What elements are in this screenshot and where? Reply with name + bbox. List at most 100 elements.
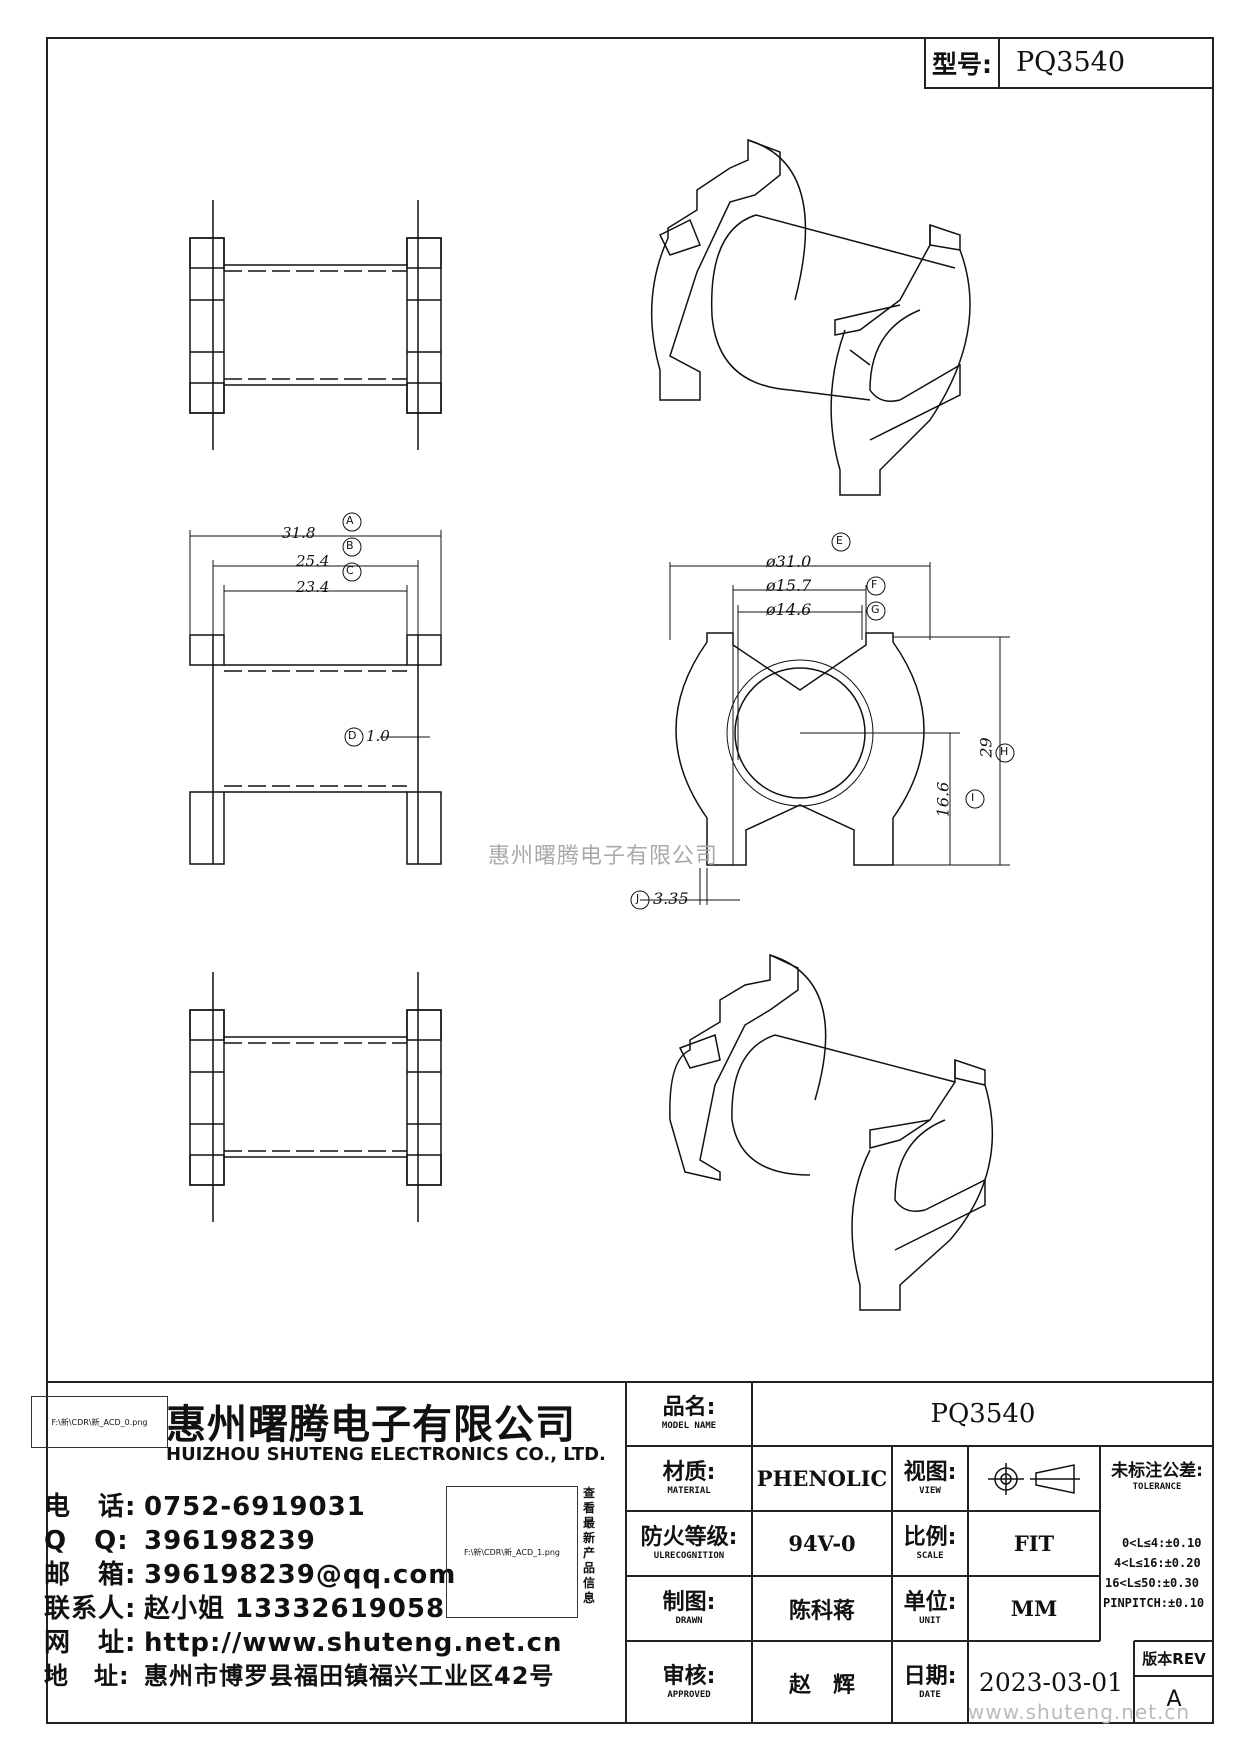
label-material: 材质: MATERIAL	[626, 1446, 752, 1511]
label-view-cn: 视图:	[903, 1459, 957, 1485]
contact-website: 网 址:http://www.shuteng.net.cn	[44, 1622, 563, 1659]
contact-person-key: 联系人:	[44, 1594, 137, 1624]
model-box-value: PQ3540	[1016, 47, 1126, 78]
dim-F-value: ø15.7	[766, 576, 812, 595]
contact-address: 地 址: 惠州市博罗县福田镇福兴工业区42号	[44, 1656, 554, 1691]
value-model-name: PQ3540	[930, 1398, 1036, 1429]
label-unit: 单位: UNIT	[892, 1576, 968, 1641]
label-model-name-en: MODEL NAME	[661, 1420, 717, 1431]
dim-I-value: 16.6	[933, 781, 953, 818]
end-view	[630, 532, 1015, 910]
tolerance-header-en: TOLERANCE	[1132, 1482, 1182, 1492]
label-material-cn: 材质:	[662, 1459, 716, 1485]
side-view-top	[189, 200, 442, 450]
contact-email-value: 396198239@qq.com	[144, 1560, 457, 1590]
projection-symbol-icon	[968, 1446, 1100, 1511]
dim-F-tag: F	[871, 578, 878, 591]
dim-D-value: 1.0	[366, 727, 390, 745]
label-date-en: DATE	[919, 1689, 941, 1700]
label-approved-cn: 审核:	[662, 1663, 716, 1689]
tolerance-row-3: 16<L≤50:±0.30	[1105, 1576, 1199, 1590]
label-model-name-cn: 品名:	[662, 1394, 716, 1420]
company-name-en: HUIZHOU SHUTENG ELECTRONICS CO., LTD.	[166, 1444, 606, 1465]
dim-J-tag: J	[636, 892, 640, 905]
qr-code-1: F:\新\CDR\新_ACD_0.png	[31, 1396, 168, 1448]
contact-website-key: 网 址:	[44, 1628, 137, 1658]
value-approved: 赵 辉	[788, 1672, 855, 1698]
dim-H-value: 29	[976, 737, 996, 758]
label-date-cn: 日期:	[903, 1663, 957, 1689]
isometric-view-bottom	[669, 953, 994, 1311]
qr-side-note: 查看最新产品信息	[583, 1486, 596, 1605]
dim-B-value: 25.4	[296, 552, 330, 570]
value-flame-rating: 94V-0	[788, 1531, 856, 1556]
label-unit-cn: 单位:	[903, 1589, 957, 1615]
center-watermark: 惠州曙腾电子有限公司	[488, 844, 719, 869]
dim-B-tag: B	[346, 539, 354, 552]
title-area	[46, 1381, 1214, 1726]
contact-email: 邮 箱:396198239@qq.com	[44, 1554, 456, 1591]
value-drawn: 陈科蒋	[788, 1598, 855, 1624]
isometric-view-top	[650, 138, 971, 496]
model-box: 型号: PQ3540	[924, 37, 1214, 89]
engineering-drawing	[189, 138, 1015, 1311]
dim-E-value: ø31.0	[766, 552, 812, 571]
dim-J-value: 3.35	[653, 889, 689, 908]
contact-website-value: http://www.shuteng.net.cn	[144, 1628, 563, 1658]
value-scale: FIT	[1013, 1531, 1055, 1556]
side-view-bottom	[189, 972, 442, 1222]
label-drawn-cn: 制图:	[662, 1589, 716, 1615]
company-name-cn: 惠州曙腾电子有限公司	[166, 1402, 576, 1448]
tolerance-row-1: 0<L≤4:±0.10	[1122, 1536, 1202, 1550]
qr-code-2: F:\新\CDR\新_ACD_1.png	[446, 1486, 578, 1618]
label-drawn-en: DRAWN	[675, 1615, 703, 1626]
dim-C-value: 23.4	[296, 578, 330, 596]
value-revision: A	[1166, 1686, 1182, 1712]
dim-A-tag: A	[346, 514, 354, 527]
label-scale: 比例: SCALE	[892, 1511, 968, 1576]
dim-C-tag: C	[346, 564, 354, 577]
dim-D-tag: D	[348, 729, 357, 742]
label-model-name: 品名: MODEL NAME	[626, 1381, 752, 1446]
label-approved: 审核: APPROVED	[626, 1641, 752, 1724]
dim-H-tag: H	[1000, 745, 1009, 758]
tolerance-header: 未标注公差: TOLERANCE	[1100, 1456, 1214, 1493]
qr-code-2-caption: F:\新\CDR\新_ACD_1.png	[463, 1547, 560, 1557]
tolerance-row-2: 4<L≤16:±0.20	[1114, 1556, 1201, 1570]
footer-watermark: www.shuteng.net.cn	[968, 1700, 1191, 1724]
model-box-label: 型号:	[926, 39, 1000, 87]
label-unit-en: UNIT	[919, 1615, 941, 1626]
contact-phone: 电 话:0752-6919031	[44, 1486, 366, 1523]
label-flame-rating-cn: 防火等级:	[640, 1524, 738, 1550]
label-material-en: MATERIAL	[667, 1485, 711, 1496]
dim-G-tag: G	[871, 603, 880, 616]
contact-phone-value: 0752-6919031	[144, 1492, 366, 1522]
dim-E-tag: E	[836, 534, 843, 547]
dim-I-tag: I	[971, 791, 975, 804]
contact-address-key: 地 址:	[44, 1662, 130, 1690]
label-approved-en: APPROVED	[667, 1689, 711, 1700]
side-view-dimensioned	[189, 512, 442, 865]
value-unit: MM	[1010, 1596, 1058, 1621]
contact-address-value: 惠州市博罗县福田镇福兴工业区42号	[144, 1662, 555, 1690]
label-scale-en: SCALE	[916, 1550, 944, 1561]
label-flame-rating-en: ULRECOGNITION	[653, 1550, 725, 1561]
qr-code-1-caption: F:\新\CDR\新_ACD_0.png	[51, 1417, 148, 1427]
contact-email-key: 邮 箱:	[44, 1560, 137, 1590]
label-flame-rating: 防火等级: ULRECOGNITION	[626, 1511, 752, 1576]
label-revision: 版本REV	[1142, 1650, 1206, 1668]
label-date: 日期: DATE	[892, 1641, 968, 1724]
drawing-sheet-border	[46, 37, 1214, 1724]
label-view: 视图: VIEW	[892, 1446, 968, 1511]
dim-A-value: 31.8	[282, 524, 316, 542]
value-date: 2023-03-01	[978, 1668, 1124, 1697]
label-scale-cn: 比例:	[903, 1524, 957, 1550]
contact-phone-key: 电 话:	[44, 1492, 137, 1522]
contact-qq-value: 396198239	[144, 1526, 316, 1556]
contact-person-value: 赵小姐 13332619058	[144, 1594, 446, 1624]
contact-qq: Q Q:396198239	[44, 1520, 316, 1557]
tolerance-row-4: PINPITCH:±0.10	[1103, 1596, 1205, 1610]
label-view-en: VIEW	[919, 1485, 941, 1496]
tolerance-header-cn: 未标注公差:	[1111, 1461, 1203, 1481]
value-material: PHENOLIC	[756, 1466, 888, 1491]
